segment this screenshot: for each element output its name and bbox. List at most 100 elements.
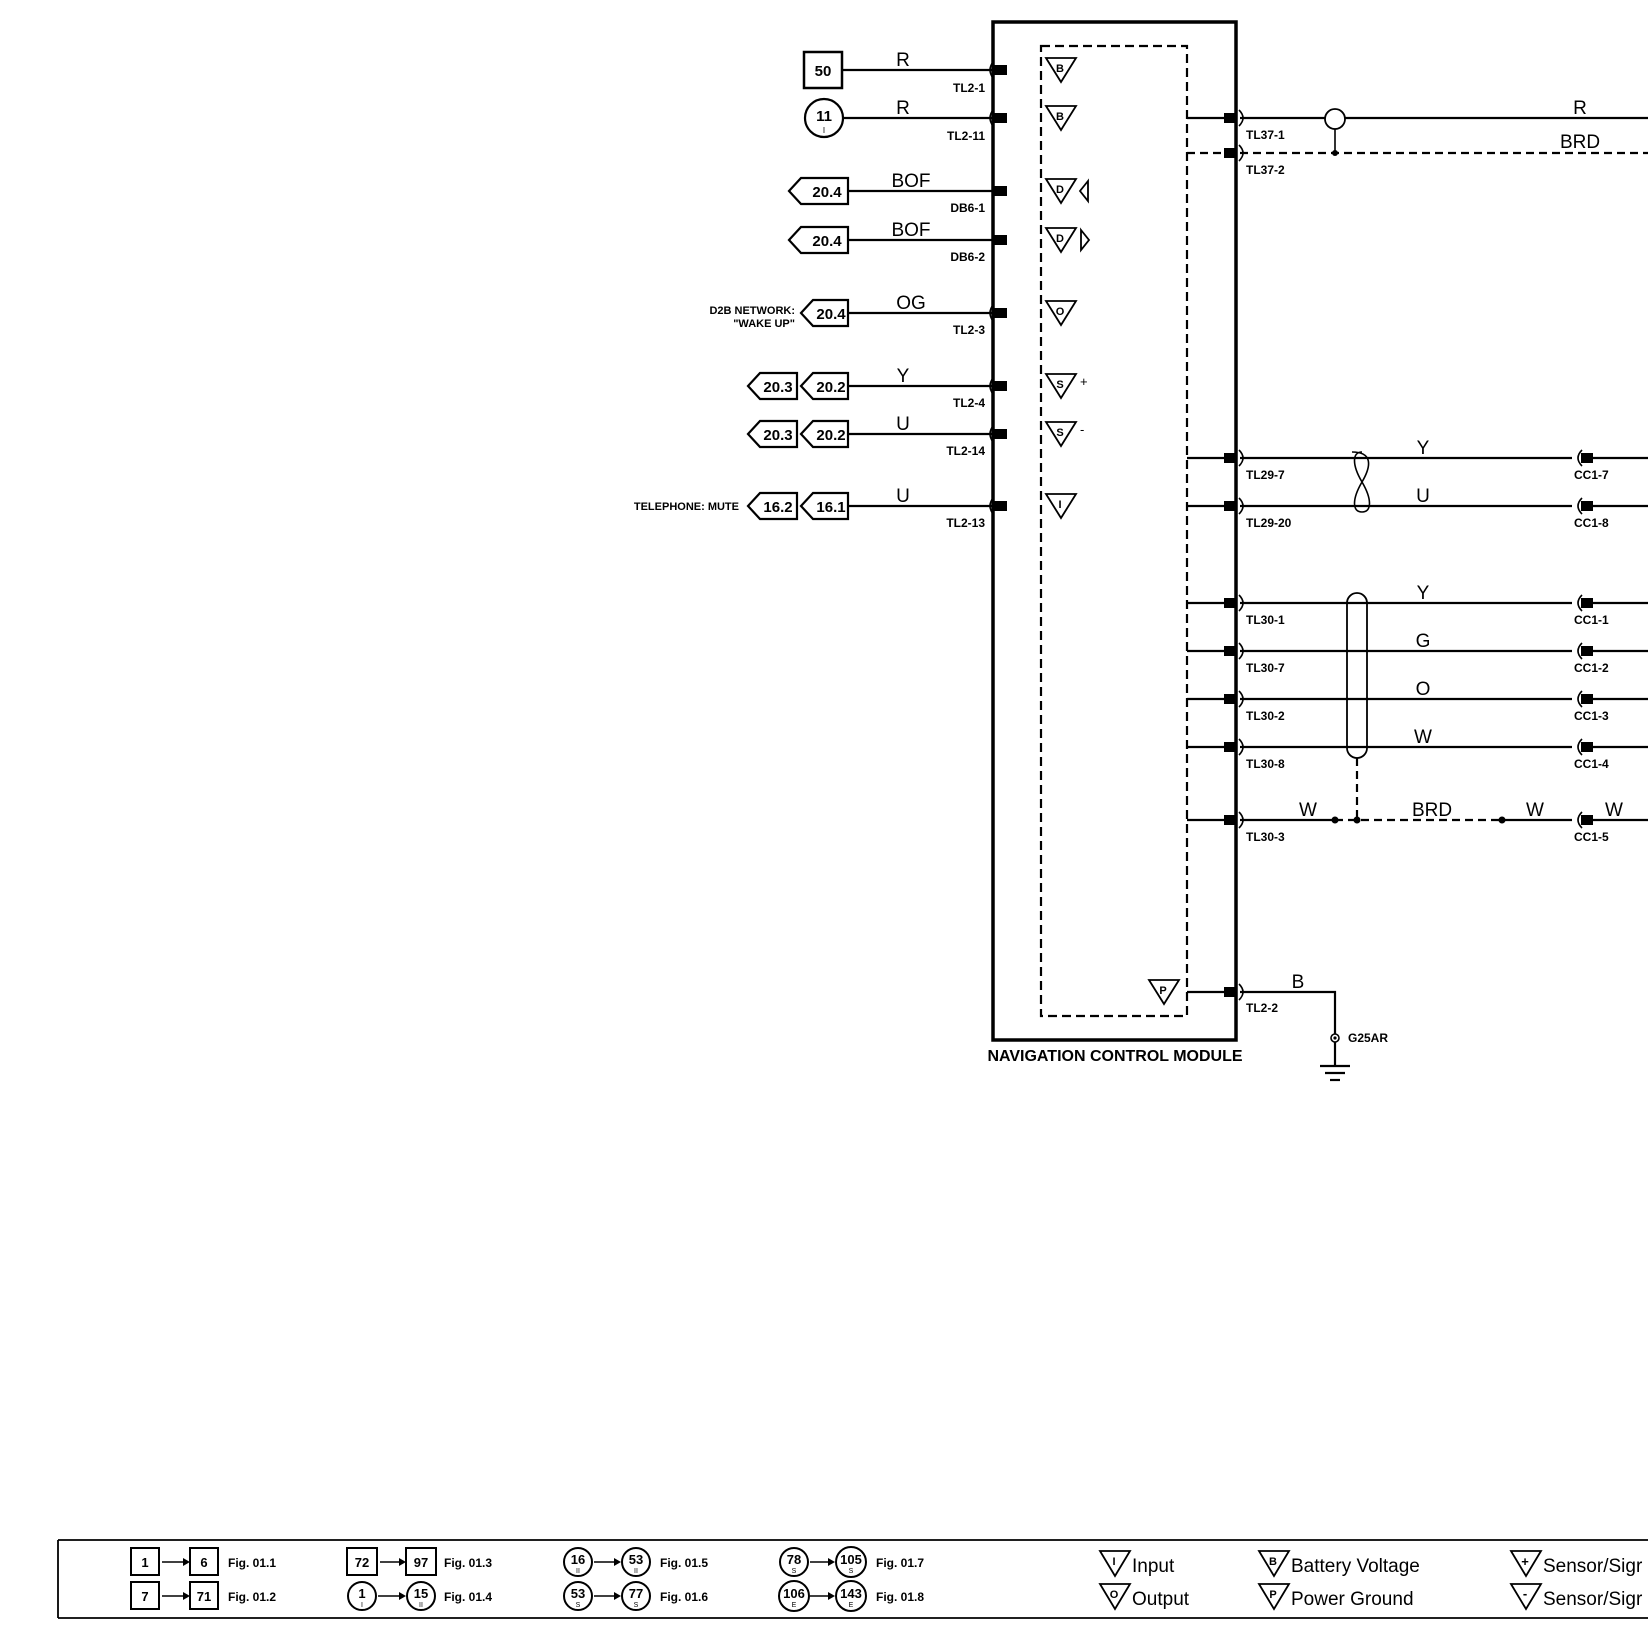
network-label: "WAKE UP" xyxy=(733,318,795,330)
page-ref-arrow[interactable] xyxy=(799,298,850,328)
wire-color-label: BOF xyxy=(891,220,930,241)
wire-color-label: Y xyxy=(897,366,910,387)
output-icon xyxy=(1098,1583,1132,1611)
legend-power-ground: P Power Ground xyxy=(1257,1583,1414,1611)
drain-wire-label: BRD xyxy=(1412,800,1452,821)
circuit-tl37: TL37-1 TL37-2 R BRD xyxy=(1187,98,1648,177)
pin-label: TL2-1 xyxy=(953,81,985,95)
svg-text:B: B xyxy=(1056,63,1064,75)
navigation-control-module: NAVIGATION CONTROL MODULE xyxy=(987,20,1243,1065)
svg-text:7: 7 xyxy=(141,1589,148,1604)
page-ref-label: 20.2 xyxy=(816,379,845,396)
svg-text:S: S xyxy=(576,1602,581,1609)
svg-text:+: + xyxy=(1080,374,1088,389)
svg-text:-: - xyxy=(1523,1586,1527,1601)
circuit-db6-2: 20.4 BOF DB6-2 xyxy=(787,220,1007,264)
legend-sensor-positive: + Sensor/Sigr xyxy=(1509,1550,1643,1578)
input-icon xyxy=(1098,1550,1132,1578)
svg-text:78: 78 xyxy=(787,1552,801,1567)
svg-text:+: + xyxy=(1521,1554,1529,1569)
svg-text:Fig. 01.3: Fig. 01.3 xyxy=(444,1556,492,1570)
svg-text:-: - xyxy=(1080,422,1084,437)
circuit-tl2-13: TELEPHONE: MUTE 16.2 16.1 U TL2-13 xyxy=(634,486,1007,530)
page-ref-arrow[interactable] xyxy=(799,371,850,401)
module-title: NAVIGATION CONTROL MODULE xyxy=(987,1048,1242,1065)
data-symbol: D xyxy=(1044,227,1091,254)
sensor-positive-symbol: S + xyxy=(1044,373,1088,400)
page-ref-label: 20.3 xyxy=(763,427,792,444)
page-ref-label: 20.3 xyxy=(763,379,792,396)
pin-label: TL2-13 xyxy=(946,516,985,530)
sensor-positive-icon xyxy=(1509,1550,1543,1578)
pin-label: TL29-20 xyxy=(1246,516,1292,530)
power-ground-icon xyxy=(1257,1583,1291,1611)
page-ref-label: 20.4 xyxy=(812,184,842,201)
wire-color-label: Y xyxy=(1417,583,1430,604)
wire-color-label: G xyxy=(1416,631,1431,652)
svg-text:Fig. 01.5: Fig. 01.5 xyxy=(660,1556,708,1570)
legend-input: I Input xyxy=(1098,1550,1175,1578)
svg-text:I: I xyxy=(1058,499,1061,511)
page-ref-arrow[interactable] xyxy=(799,491,850,521)
page-ref-arrow[interactable] xyxy=(787,225,850,255)
svg-text:E: E xyxy=(849,1602,854,1609)
svg-text:16: 16 xyxy=(571,1552,585,1567)
legend: 1 6 Fig. 01.1 7 71 Fig. 01.2 72 97 Fig. … xyxy=(57,1539,1648,1619)
pin-label: TL2-3 xyxy=(953,323,985,337)
page-ref-arrow[interactable] xyxy=(746,371,799,401)
svg-text:I: I xyxy=(1112,1556,1115,1568)
svg-text:1: 1 xyxy=(358,1586,365,1601)
internal-symbols: B B D D O S + S - xyxy=(1044,57,1181,1006)
wire-color-label: B xyxy=(1292,972,1305,993)
svg-text:105: 105 xyxy=(840,1552,862,1567)
svg-text:P: P xyxy=(1159,985,1166,997)
pin-label: DB6-1 xyxy=(950,201,985,215)
legend-range: 1 6 Fig. 01.1 xyxy=(130,1547,276,1576)
pin-label: TL30-1 xyxy=(1246,613,1285,627)
page-ref-arrow[interactable] xyxy=(746,491,799,521)
data-symbol: D xyxy=(1044,178,1089,205)
svg-text:106: 106 xyxy=(783,1586,805,1601)
svg-text:B: B xyxy=(1269,1556,1277,1568)
legend-range: 72 97 Fig. 01.3 xyxy=(346,1547,492,1576)
page-ref-arrow[interactable] xyxy=(787,176,850,206)
wire-color-label: W xyxy=(1299,800,1317,821)
svg-text:Fig. 01.1: Fig. 01.1 xyxy=(228,1556,276,1570)
page-ref-label: 20.4 xyxy=(812,233,842,250)
wire-color-label: R xyxy=(1573,98,1587,119)
sensor-negative-icon xyxy=(1509,1583,1543,1611)
svg-text:1: 1 xyxy=(141,1555,148,1570)
legend-range: 7 71 Fig. 01.2 xyxy=(130,1581,276,1610)
circuit-tl2-1: 50 R TL2-1 xyxy=(802,50,1007,95)
svg-text:53: 53 xyxy=(571,1586,585,1601)
pin-label: CC1-7 xyxy=(1574,468,1609,482)
battery-voltage-symbol: B xyxy=(1044,105,1078,132)
pin-label: TL2-11 xyxy=(947,129,985,143)
svg-text:71: 71 xyxy=(197,1589,211,1604)
pin-label: CC1-4 xyxy=(1574,757,1609,771)
svg-text:O: O xyxy=(1110,1589,1119,1601)
svg-text:I: I xyxy=(361,1602,363,1609)
page-ref-arrow[interactable] xyxy=(799,419,850,449)
circuit-tl2-14: 20.3 20.2 U TL2-14 xyxy=(746,414,1007,458)
legend-range: 78 S 105 S Fig. 01.7 xyxy=(779,1546,924,1578)
circuit-db6-1: 20.4 BOF DB6-1 xyxy=(787,171,1007,215)
svg-text:Input: Input xyxy=(1132,1556,1175,1577)
page-ref-label: 50 xyxy=(815,63,832,80)
legend-range: 1 I 15 II Fig. 01.4 xyxy=(347,1581,492,1611)
page-ref-arrow[interactable] xyxy=(746,419,799,449)
pin-label: CC1-2 xyxy=(1574,661,1609,675)
circuit-tl29: TL29-7 TL29-20 Y U CC1-7 CC1-8 xyxy=(1187,438,1648,530)
wire-color-label: W xyxy=(1526,800,1544,821)
svg-text:Battery Voltage: Battery Voltage xyxy=(1291,1556,1420,1577)
battery-voltage-symbol: B xyxy=(1044,57,1078,84)
svg-text:Fig. 01.8: Fig. 01.8 xyxy=(876,1590,924,1604)
wire-color-label: R xyxy=(896,50,910,71)
pin-label: CC1-8 xyxy=(1574,516,1609,530)
network-label: D2B NETWORK: xyxy=(709,305,795,317)
pin-label: TL2-2 xyxy=(1246,1001,1278,1015)
pin-label: TL37-1 xyxy=(1246,128,1285,142)
legend-range: 53 S 77 S Fig. 01.6 xyxy=(563,1581,708,1611)
pin-label: TL30-3 xyxy=(1246,830,1285,844)
